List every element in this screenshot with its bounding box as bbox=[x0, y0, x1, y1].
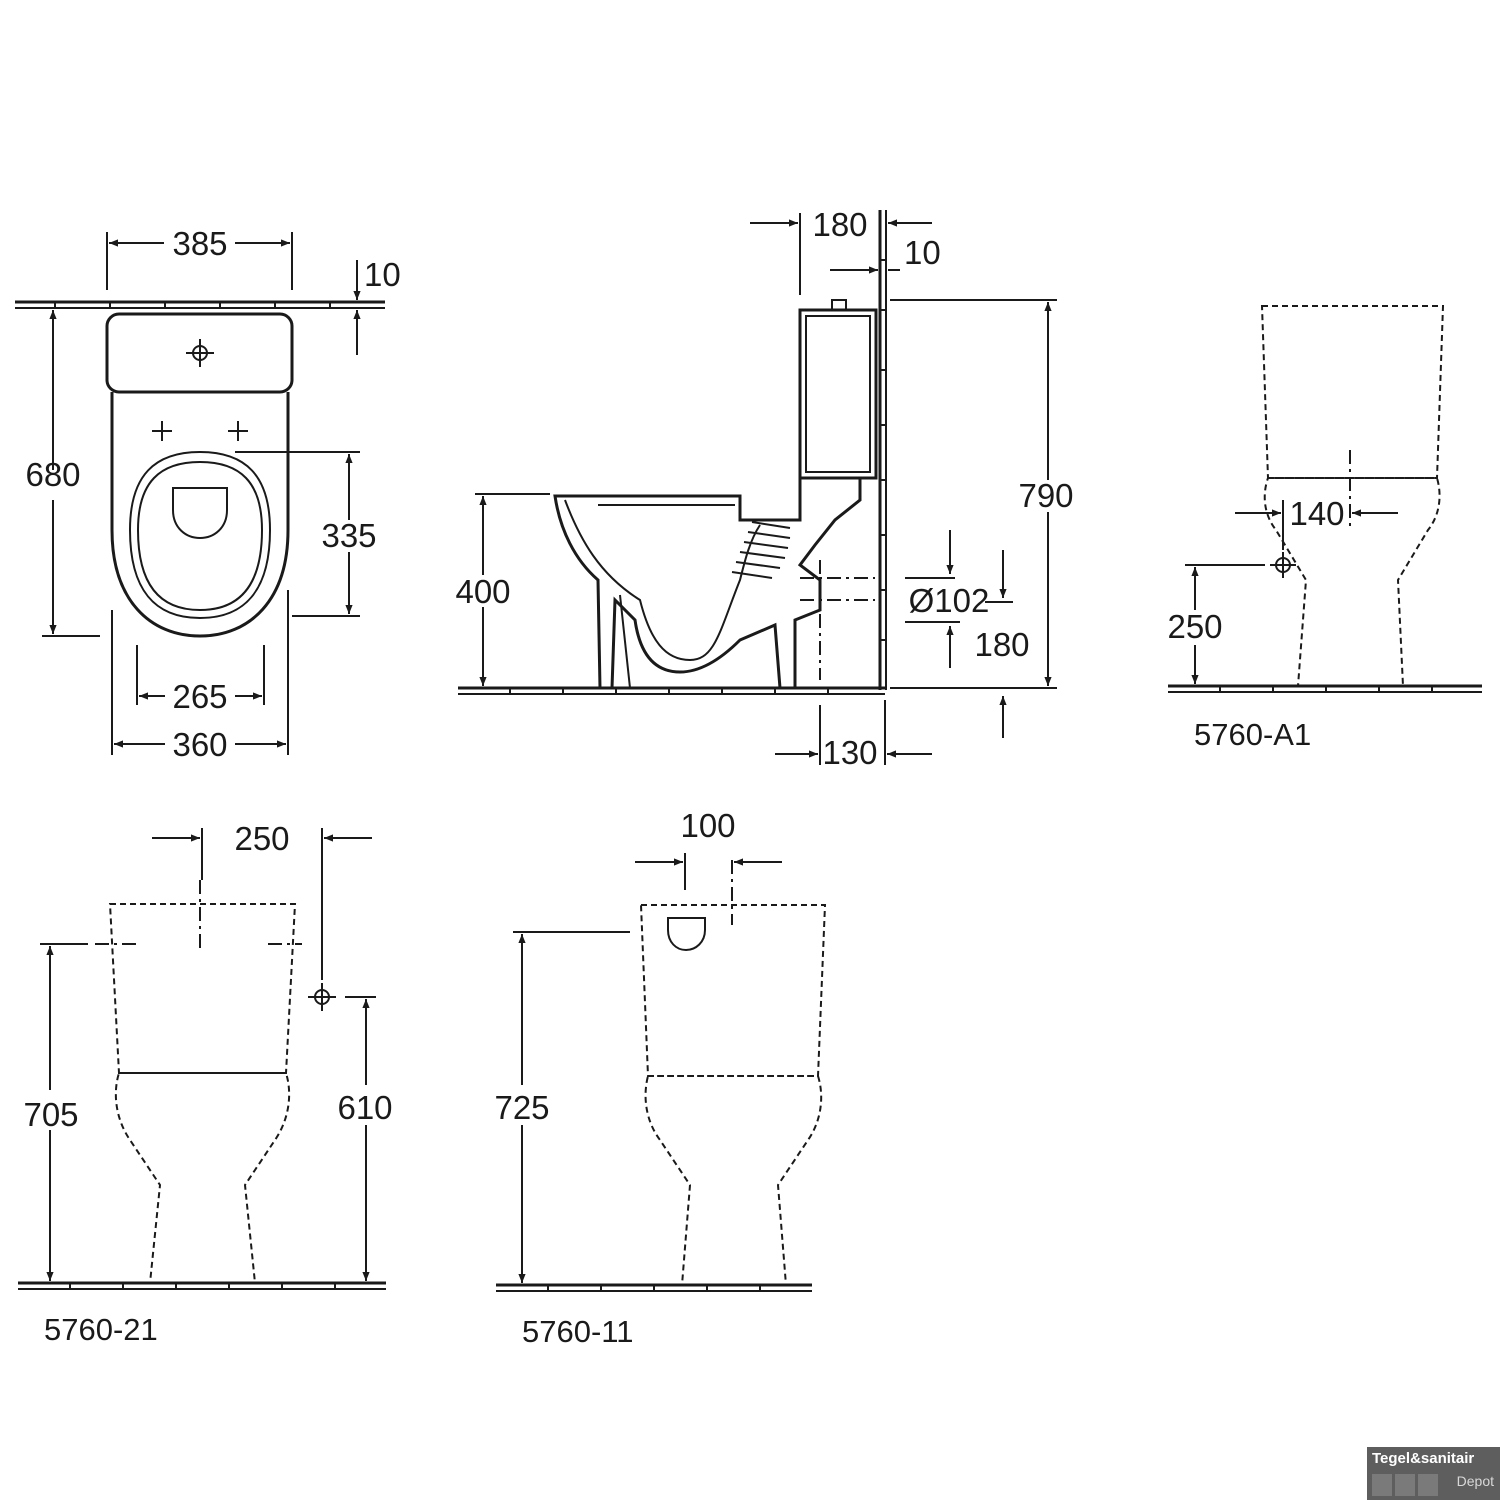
tank-inlet-symbol bbox=[186, 339, 214, 367]
dim-inlet-offset-a1: 140 bbox=[1289, 495, 1344, 532]
logo-tile-icon bbox=[1395, 1474, 1415, 1496]
dim-base-width: 360 bbox=[172, 726, 227, 763]
bowl-21 bbox=[114, 1072, 291, 1284]
seat-inner bbox=[136, 460, 264, 612]
wall-line-top bbox=[15, 300, 385, 309]
fixing-hole-right bbox=[228, 421, 248, 441]
tank-outline bbox=[105, 312, 294, 394]
front-view-11: 100 725 5760-11 bbox=[494, 807, 827, 1349]
logo-text-line1: Tegel&sanitair bbox=[1372, 1450, 1475, 1467]
watermark-logo: Tegel&sanitair Depot bbox=[1367, 1447, 1500, 1500]
cistern-a1 bbox=[1260, 305, 1445, 479]
cistern-21 bbox=[108, 903, 297, 1074]
trap-hatching bbox=[731, 521, 791, 579]
top-view: 385 10 680 335 265 360 bbox=[15, 225, 401, 763]
dim-outlet-height: 180 bbox=[974, 626, 1029, 663]
dim-outlet-diameter: Ø102 bbox=[909, 582, 990, 619]
bowl-outline bbox=[110, 392, 290, 638]
dim-wall-gap-side: 10 bbox=[904, 234, 941, 271]
dim-outlet-offset: 130 bbox=[822, 734, 877, 771]
logo-text-line2: Depot bbox=[1456, 1473, 1494, 1489]
model-label-a1: 5760-A1 bbox=[1194, 717, 1311, 752]
wall-line-side bbox=[878, 210, 887, 690]
front-view-21: 250 705 610 5760-21 bbox=[18, 820, 393, 1347]
model-label-11: 5760-11 bbox=[522, 1314, 633, 1349]
dim-height-21: 705 bbox=[23, 1096, 78, 1133]
inlet-symbol-11 bbox=[667, 917, 706, 952]
bowl-side bbox=[553, 476, 862, 690]
dim-depth: 680 bbox=[25, 456, 80, 493]
side-view: 180 10 790 400 Ø102 180 130 bbox=[455, 206, 1073, 771]
dim-inlet-spacing-21: 250 bbox=[234, 820, 289, 857]
model-label-21: 5760-21 bbox=[44, 1312, 158, 1347]
logo-tile-icon bbox=[1418, 1474, 1438, 1496]
cistern-side bbox=[798, 299, 878, 480]
floor-line-11 bbox=[496, 1283, 812, 1292]
bowl-a1 bbox=[1263, 477, 1441, 687]
logo-drop-icon bbox=[1372, 1474, 1392, 1496]
floor-line-a1 bbox=[1168, 684, 1482, 693]
front-view-a1: 140 250 5760-A1 bbox=[1167, 305, 1482, 752]
dim-seat-height: 400 bbox=[455, 573, 510, 610]
fixing-hole-left bbox=[152, 421, 172, 441]
dim-inlet-spacing-11: 100 bbox=[680, 807, 735, 844]
floor-line-side bbox=[458, 686, 885, 695]
dim-tank-offset: 180 bbox=[812, 206, 867, 243]
seat-outline bbox=[128, 450, 272, 620]
inlet-symbol-a1 bbox=[1270, 552, 1296, 578]
dim-bolt-spacing: 265 bbox=[172, 678, 227, 715]
dim-inlet-height-a1: 250 bbox=[1167, 608, 1222, 645]
bowl-opening bbox=[172, 487, 228, 540]
inlet-symbol-21 bbox=[308, 983, 336, 1011]
dim-inlet-height-21: 610 bbox=[337, 1089, 392, 1126]
dim-bowl-length: 335 bbox=[321, 517, 376, 554]
dim-tank-width: 385 bbox=[172, 225, 227, 262]
dim-height-side: 790 bbox=[1018, 477, 1073, 514]
dim-wall-gap-top: 10 bbox=[364, 256, 401, 293]
dim-height-11: 725 bbox=[494, 1089, 549, 1126]
bowl-11 bbox=[644, 1075, 823, 1286]
